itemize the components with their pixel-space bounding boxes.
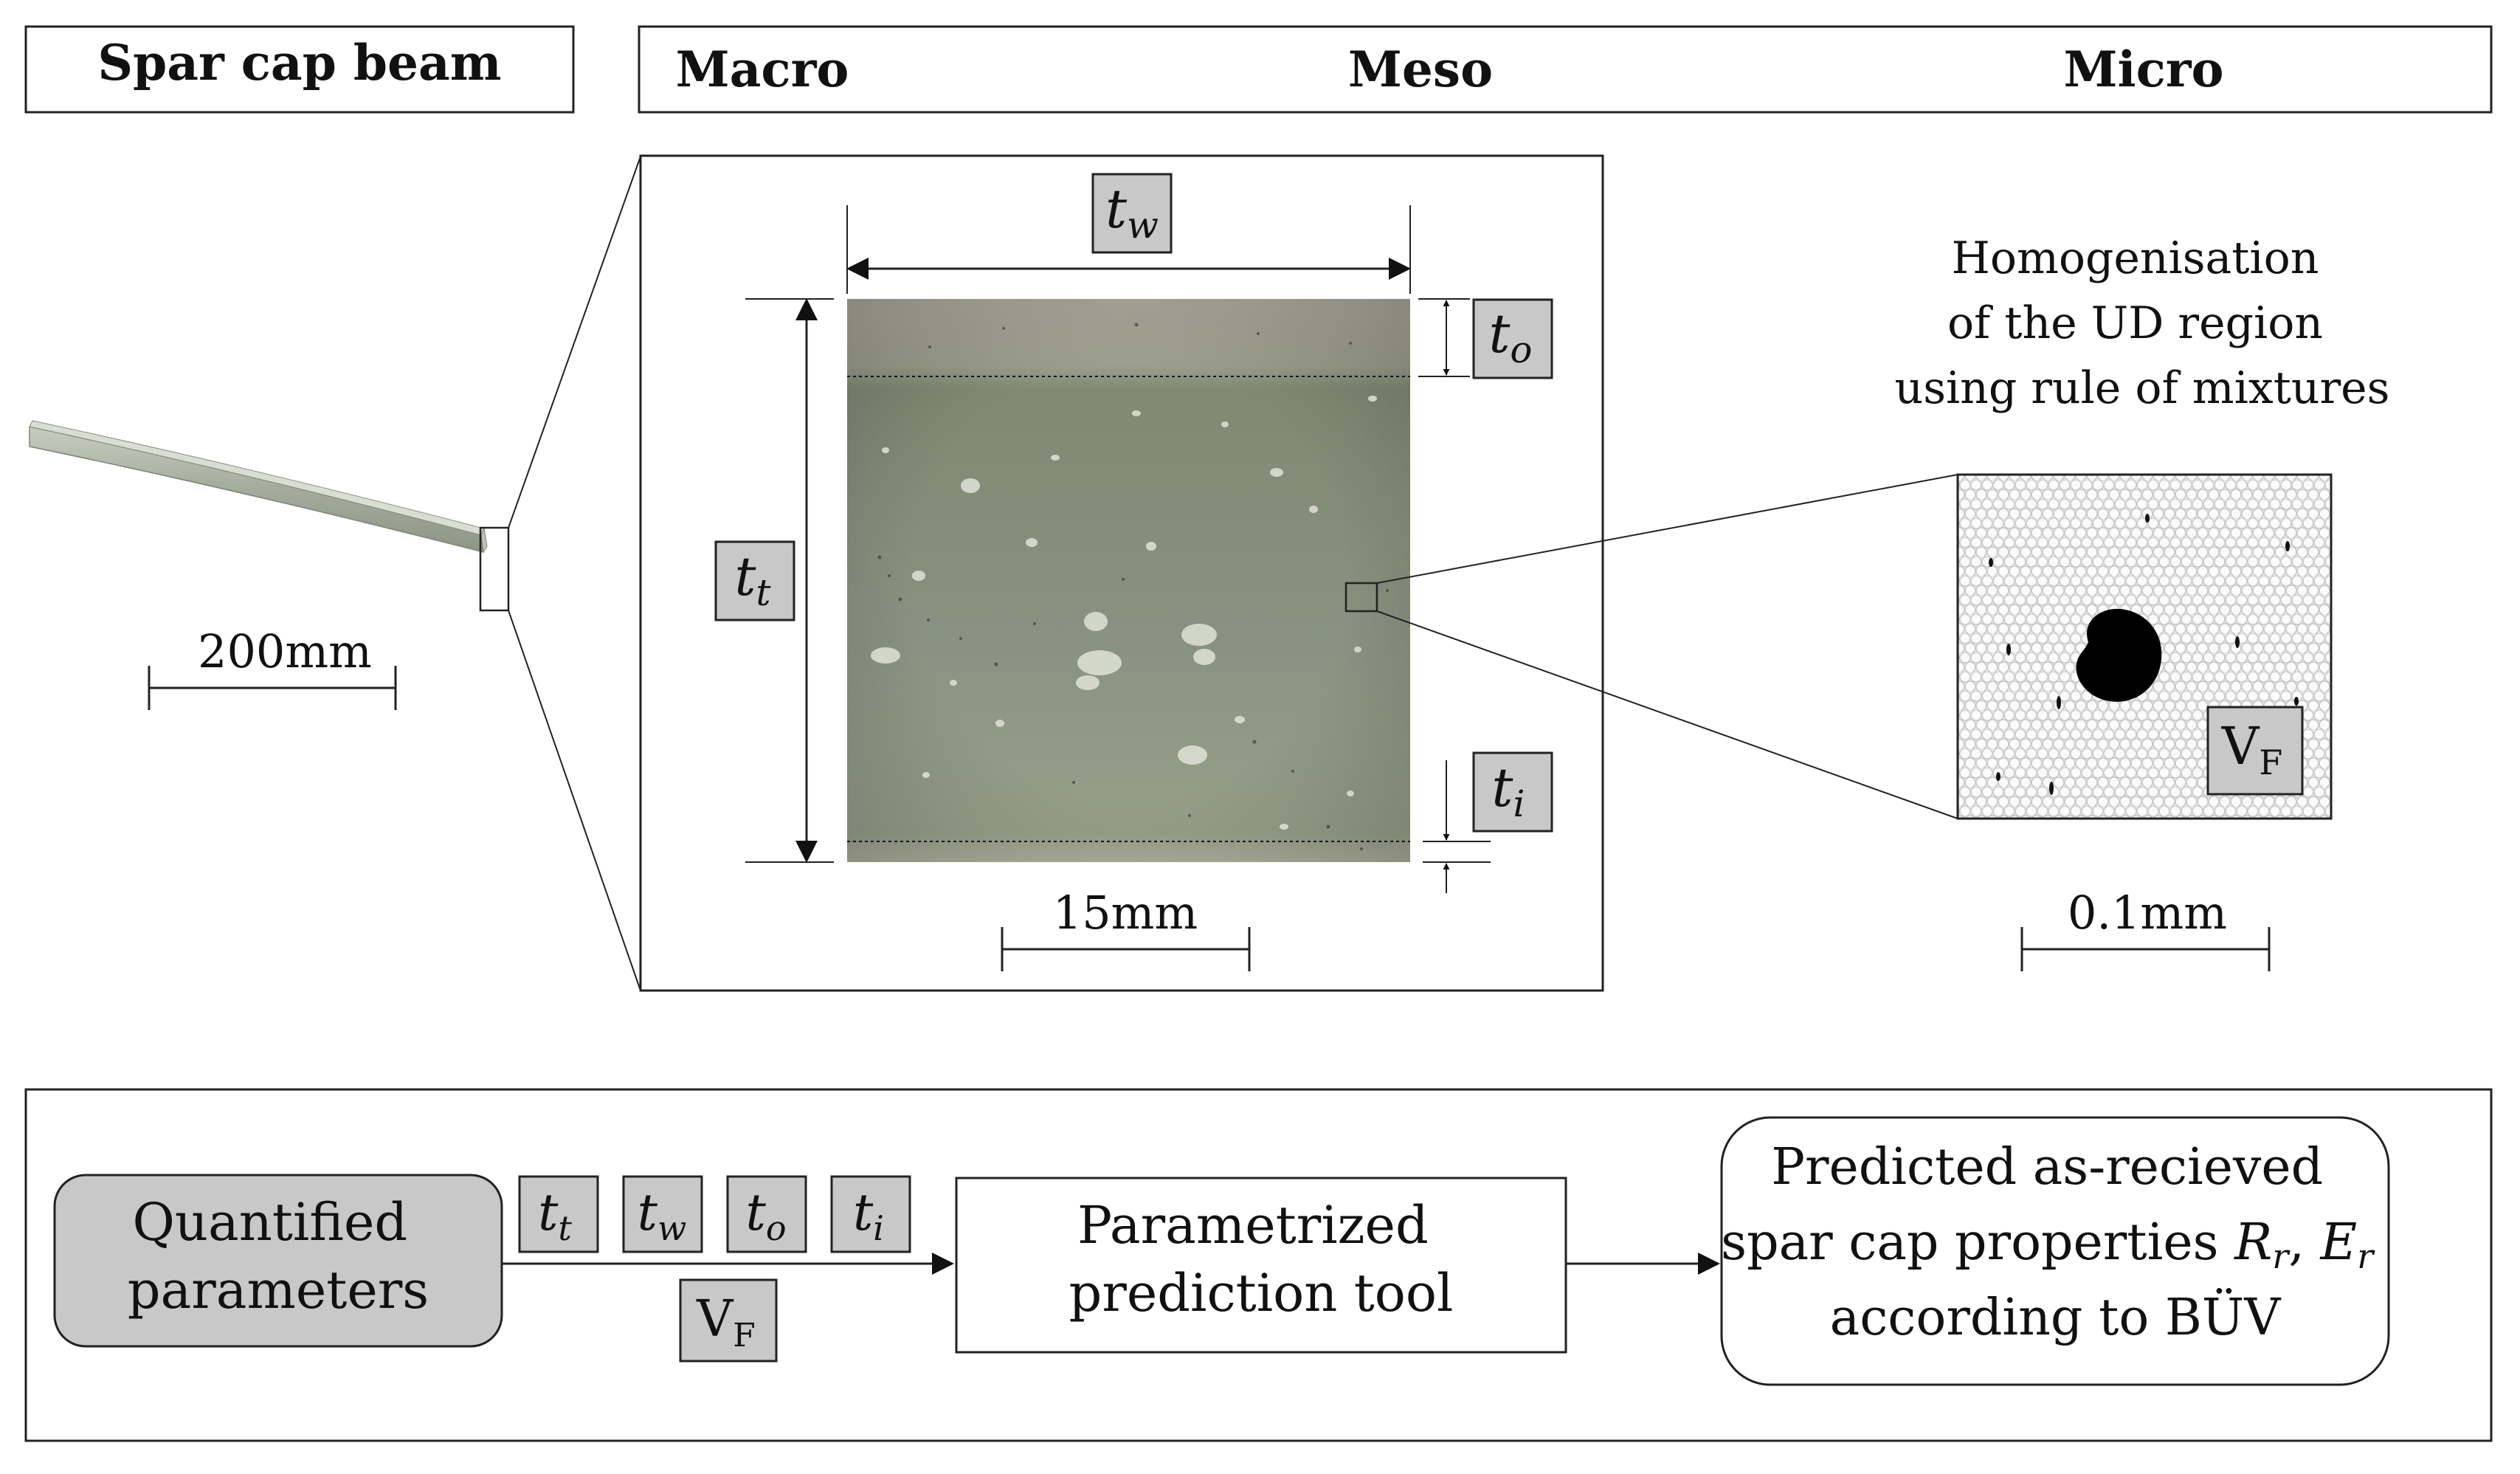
- meso-scale-bar: 15mm: [1001, 886, 1251, 971]
- svg-text:tt: tt: [538, 1184, 572, 1248]
- predicted-properties-box: [1720, 1116, 2390, 1386]
- predicted-properties-label: Predicted as-recieved spar cap propertie…: [1721, 1138, 2389, 1347]
- ti-dimension: ti: [1423, 751, 1553, 893]
- scale-label-meso: Meso: [1348, 41, 1493, 98]
- scales-header-box: [638, 25, 2493, 114]
- macro-scale-bar-label: 200mm: [198, 624, 372, 678]
- meso-panel: tw tt to ti: [639, 154, 1958, 992]
- param-chip-tt: tt: [518, 1175, 599, 1253]
- tt-label: tt: [734, 545, 771, 614]
- tw-label: tw: [1105, 178, 1159, 247]
- param-chip-ti: ti: [830, 1175, 911, 1253]
- zoom-line-macro-top: [508, 156, 641, 528]
- spar-cap-beam-image: [29, 420, 488, 554]
- tt-label-box: [714, 540, 795, 621]
- vf-label-box: [2206, 706, 2304, 796]
- ti-label: ti: [1492, 757, 1525, 825]
- tw-label-box: [1091, 173, 1173, 254]
- svg-text:tw: tw: [638, 1184, 687, 1248]
- zoom-line-micro-bottom: [1376, 610, 1958, 819]
- spar-cap-beam-header-box: [24, 25, 575, 114]
- header: Spar cap beam Macro Meso Micro: [24, 25, 2493, 114]
- meso-scale-bar-label: 15mm: [1053, 886, 1198, 940]
- micrograph-frame: [1956, 473, 2333, 820]
- scale-label-macro: Macro: [676, 41, 849, 98]
- spar-cap-beam-title: Spar cap beam: [97, 34, 501, 92]
- specimen-cross-section: [847, 299, 1410, 862]
- zoom-line-macro-bottom: [508, 610, 641, 991]
- micro-caption: Homogenisation of the UD region using ru…: [1895, 233, 2390, 414]
- micro-scale-bar: 0.1mm: [2020, 886, 2271, 971]
- prediction-tool-label: Parametrized prediction tool: [1069, 1195, 1454, 1323]
- param-chip-tw: tw: [622, 1175, 703, 1253]
- to-label-box: [1472, 298, 1553, 379]
- prediction-flow-panel: Quantified parameters tt tw to ti VF Par…: [24, 1088, 2493, 1442]
- zoom-line-micro-top: [1376, 474, 1958, 584]
- quantified-parameters-label: Quantified parameters: [128, 1192, 429, 1320]
- macro-panel: 200mm: [29, 156, 641, 991]
- param-chip-to: to: [726, 1175, 807, 1253]
- micro-section-marker: [1344, 582, 1378, 613]
- macro-scale-bar: 200mm: [148, 624, 397, 710]
- svg-text:to: to: [745, 1184, 786, 1248]
- tt-dimension: tt: [714, 298, 834, 863]
- svg-text:ti: ti: [853, 1184, 884, 1248]
- svg-text:VF: VF: [696, 1290, 756, 1354]
- to-label: to: [1488, 303, 1532, 371]
- prediction-tool-box: [955, 1177, 1567, 1354]
- scale-label-micro: Micro: [2063, 41, 2223, 98]
- micro-scale-bar-label: 0.1mm: [2068, 886, 2227, 940]
- vf-label: VF: [2221, 716, 2282, 782]
- to-dimension: to: [1418, 298, 1553, 379]
- tw-dimension: tw: [846, 173, 1411, 294]
- quantified-parameters-box: [53, 1174, 503, 1348]
- macro-section-marker: [479, 526, 510, 612]
- micro-panel: Homogenisation of the UD region using ru…: [1895, 233, 2390, 971]
- ti-label-box: [1472, 751, 1553, 833]
- param-chip-vf: VF: [679, 1278, 778, 1363]
